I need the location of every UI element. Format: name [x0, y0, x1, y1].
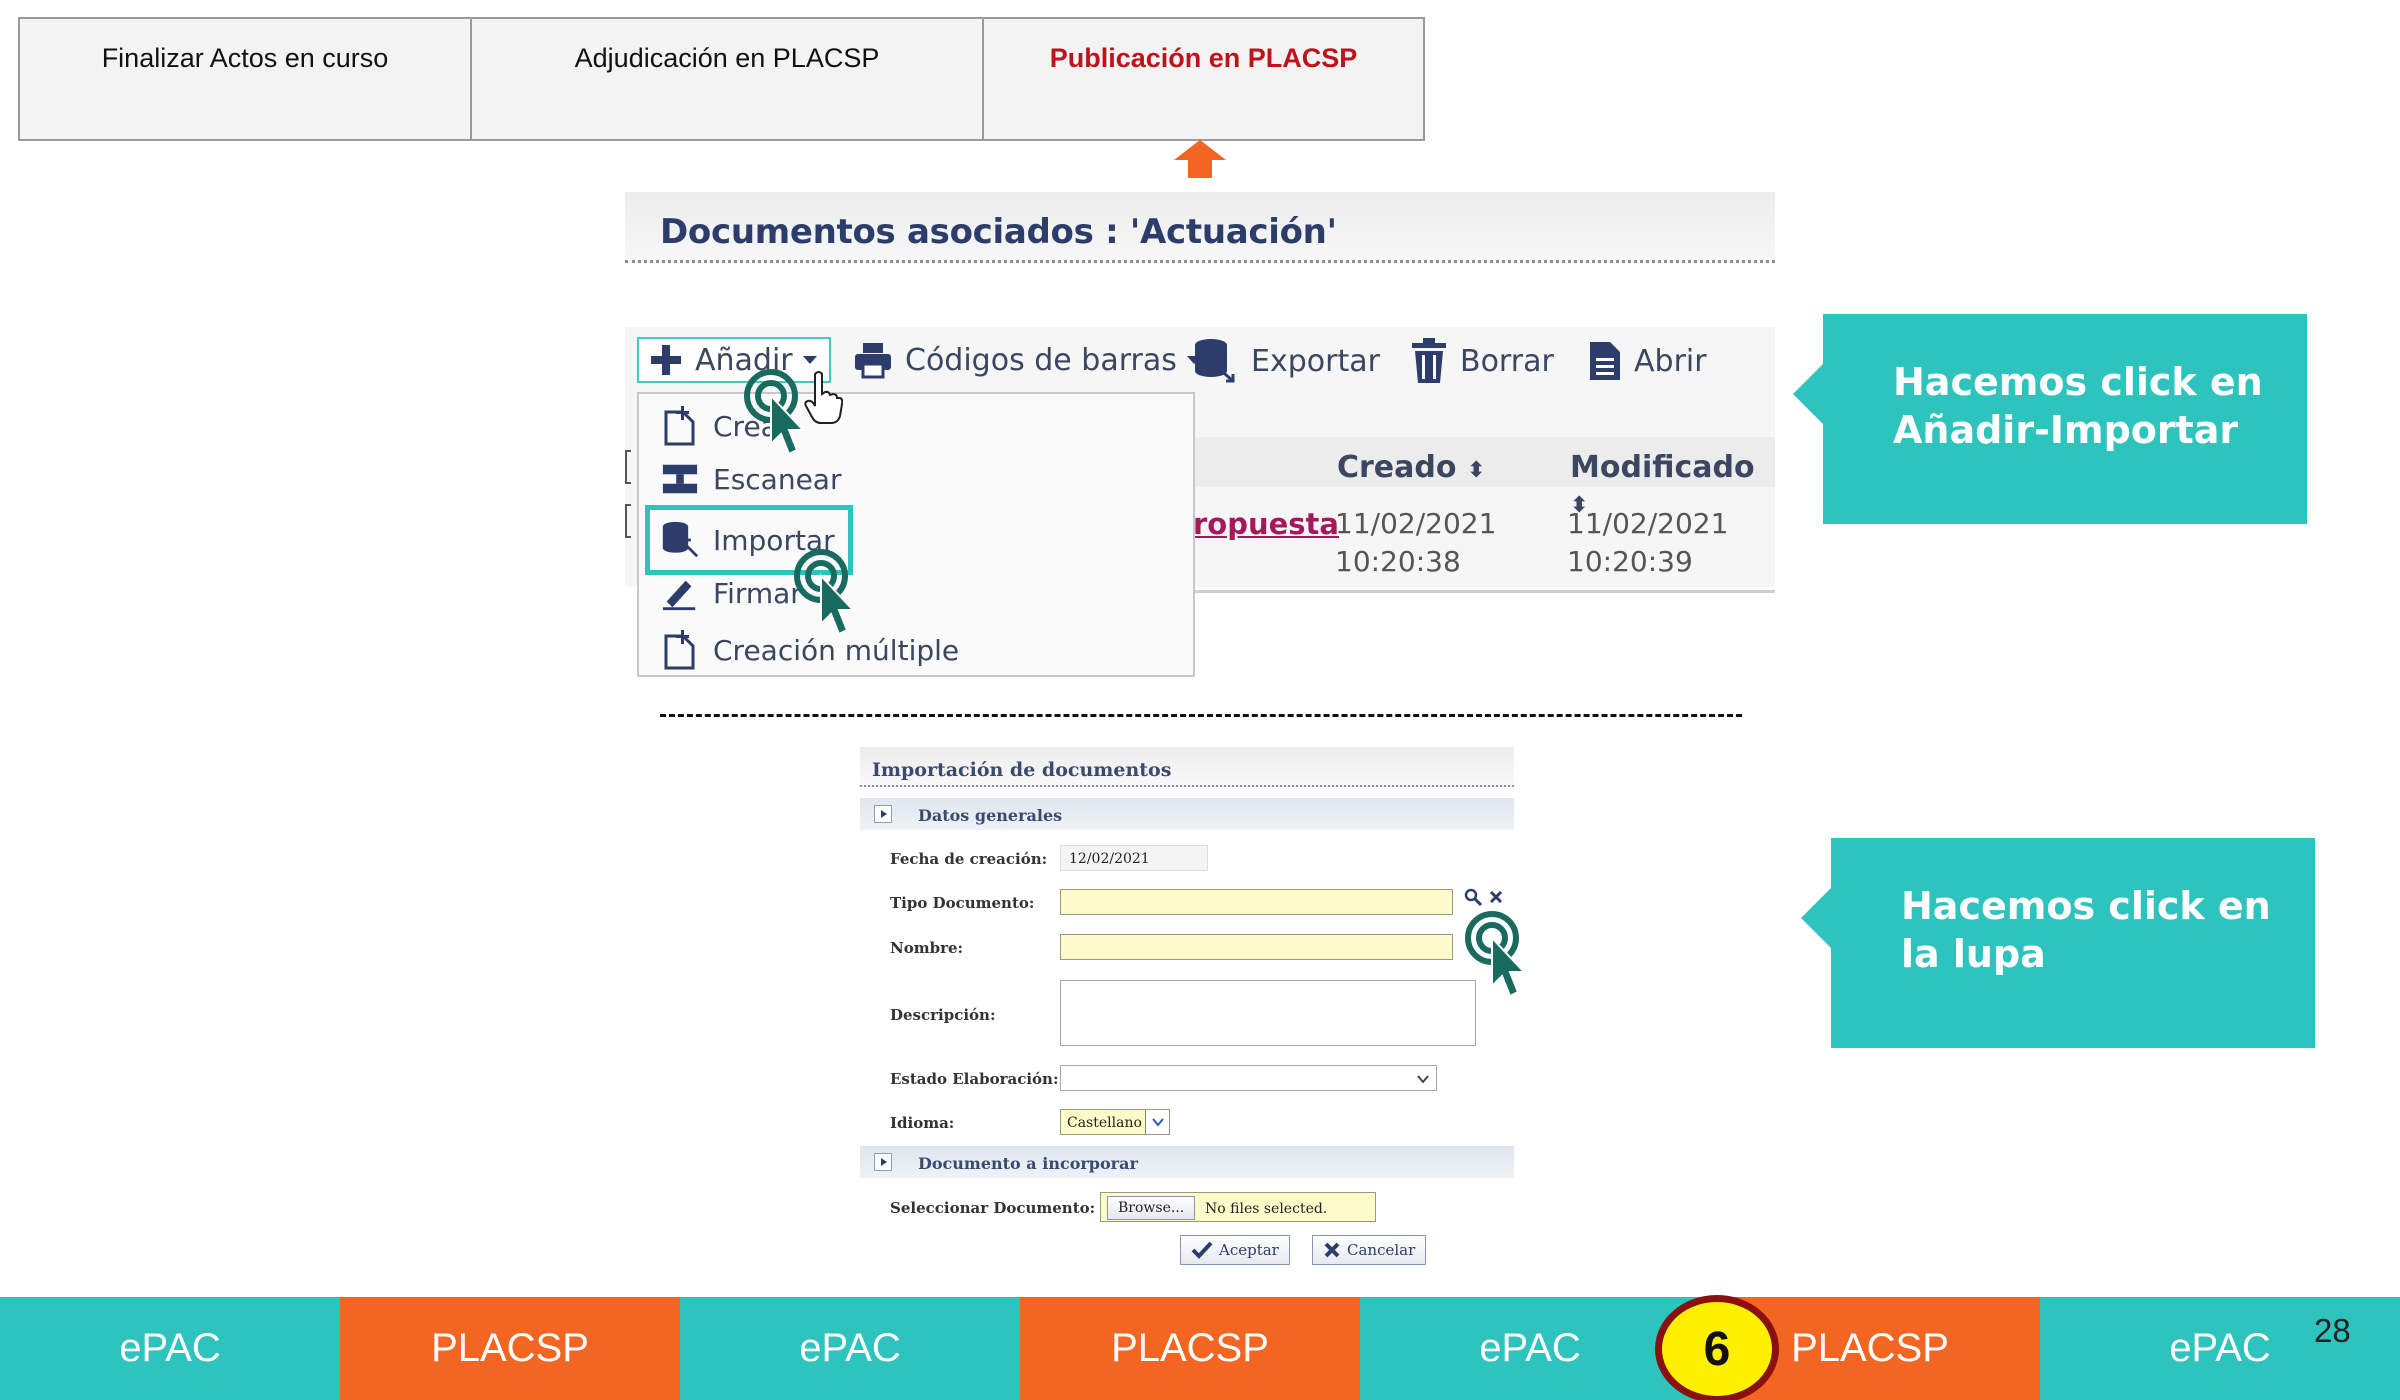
browse-button[interactable]: Browse... — [1107, 1196, 1196, 1220]
step-finalizar-actos: Finalizar Actos en curso — [20, 19, 472, 139]
click-indicator-icon — [744, 369, 806, 456]
title-divider — [625, 260, 1775, 263]
step-publicacion-placsp: Publicación en PLACSP — [1049, 43, 1358, 73]
chevron-down-icon — [1152, 1118, 1164, 1127]
anadir-button[interactable]: Añadir — [637, 337, 831, 383]
search-icon[interactable] — [1463, 887, 1483, 907]
menu-item-importar[interactable]: Importar — [661, 518, 835, 562]
abrir-button[interactable]: Abrir — [1588, 340, 1707, 382]
sign-pen-icon — [662, 580, 696, 611]
callout-lupa: Hacemos click en la lupa — [1801, 838, 2315, 1048]
check-icon — [1191, 1241, 1213, 1259]
nombre-label: Nombre: — [890, 939, 964, 957]
nombre-input[interactable] — [1060, 934, 1453, 960]
created-cell: 11/02/2021 10:20:38 — [1335, 507, 1497, 578]
document-icon — [1590, 342, 1620, 380]
seleccionar-documento-label: Seleccionar Documento: — [890, 1199, 1096, 1217]
trash-icon — [1412, 338, 1446, 383]
step-number-badge: 6 — [1655, 1295, 1779, 1400]
process-bottom-bar: ePAC PLACSP ePAC PLACSP ePAC PLACSP ePAC — [0, 1297, 2400, 1400]
bar-segment-epac: ePAC — [1360, 1297, 1700, 1400]
section-datos-generales[interactable]: Datos generales — [860, 798, 1514, 830]
tipo-documento-label: Tipo Documento: — [890, 894, 1035, 912]
new-document-icon — [664, 406, 695, 446]
up-arrow-icon — [1174, 140, 1226, 178]
menu-item-escanear[interactable]: Escanear — [661, 462, 841, 496]
exportar-label: Exportar — [1251, 343, 1380, 379]
descripcion-textarea[interactable] — [1060, 980, 1476, 1046]
modified-cell: 11/02/2021 10:20:39 — [1567, 507, 1729, 578]
column-creado[interactable]: Creado ⬍ — [1337, 450, 1486, 485]
file-input[interactable]: Browse... No files selected. — [1100, 1192, 1376, 1222]
callout-anadir-importar: Hacemos click en Añadir-Importar — [1793, 314, 2307, 524]
fecha-label: Fecha de creación: — [890, 850, 1048, 868]
idioma-select[interactable]: Castellano — [1060, 1109, 1170, 1135]
sort-icon: ⬍ — [1570, 493, 1589, 518]
anadir-dropdown-menu: Crea Escanear Importar Firmar Creación m… — [637, 392, 1195, 677]
clear-icon[interactable] — [1488, 889, 1504, 905]
chevron-down-icon — [1417, 1075, 1429, 1084]
bar-segment-epac: ePAC — [0, 1297, 340, 1400]
click-indicator-icon — [1465, 911, 1527, 998]
menu-item-creacion-multiple[interactable]: Creación múltiple — [661, 630, 959, 670]
page-number: 28 — [2314, 1312, 2351, 1349]
bar-segment-placsp: PLACSP — [1020, 1297, 1360, 1400]
documentos-asociados-panel: Documentos asociados : 'Actuación' Añadi… — [625, 192, 1775, 687]
estado-elaboracion-label: Estado Elaboración: — [890, 1070, 1059, 1088]
bar-segment-epac: ePAC — [680, 1297, 1020, 1400]
checkbox-edge[interactable] — [625, 504, 631, 538]
column-modificado[interactable]: Modificado ⬍ — [1570, 450, 1755, 518]
table-header — [1180, 437, 1775, 487]
cancelar-button[interactable]: Cancelar — [1312, 1235, 1427, 1265]
exportar-button[interactable]: Exportar — [1193, 337, 1380, 385]
hand-cursor-icon — [804, 371, 843, 424]
database-export-icon — [1195, 339, 1235, 383]
click-indicator-icon — [794, 549, 856, 636]
process-steps-table: Finalizar Actos en curso Adjudicación en… — [18, 17, 1425, 141]
descripcion-label: Descripción: — [890, 1006, 996, 1024]
estado-elaboracion-select[interactable] — [1060, 1065, 1437, 1091]
chevron-down-icon — [802, 356, 817, 364]
codigos-label: Códigos de barras — [905, 342, 1177, 378]
tipo-documento-input[interactable] — [1060, 889, 1453, 915]
importacion-documentos-form: Importación de documentos Datos generale… — [860, 747, 1527, 1272]
abrir-label: Abrir — [1634, 343, 1707, 379]
panel-title: Documentos asociados : 'Actuación' — [660, 212, 1337, 252]
form-title: Importación de documentos — [872, 759, 1172, 781]
plus-icon — [651, 345, 681, 375]
printer-icon — [855, 343, 891, 379]
new-document-icon — [664, 630, 695, 670]
fecha-field: 12/02/2021 — [1060, 845, 1208, 871]
expand-icon — [874, 1153, 892, 1171]
document-link[interactable]: ropuesta — [1193, 507, 1339, 541]
close-icon — [1324, 1242, 1340, 1258]
scanner-icon — [662, 464, 698, 494]
menu-item-firmar[interactable]: Firmar — [661, 574, 802, 612]
bar-segment-epac: ePAC — [2040, 1297, 2400, 1400]
idioma-label: Idioma: — [890, 1114, 955, 1132]
section-documento-incorporar[interactable]: Documento a incorporar — [860, 1146, 1514, 1178]
borrar-button[interactable]: Borrar — [1410, 337, 1554, 385]
borrar-label: Borrar — [1460, 343, 1554, 379]
bar-segment-placsp: PLACSP — [340, 1297, 680, 1400]
aceptar-button[interactable]: Aceptar — [1180, 1235, 1290, 1265]
step-adjudicacion-placsp: Adjudicación en PLACSP — [472, 19, 984, 139]
menu-item-crear[interactable]: Crea — [661, 406, 778, 446]
expand-icon — [874, 805, 892, 823]
checkbox-edge[interactable] — [625, 450, 631, 484]
importar-highlight — [645, 505, 853, 575]
section-separator — [660, 714, 1742, 717]
codigos-barras-button[interactable]: Códigos de barras — [853, 340, 1203, 380]
sort-icon: ⬍ — [1466, 458, 1486, 483]
database-import-icon — [662, 521, 699, 558]
